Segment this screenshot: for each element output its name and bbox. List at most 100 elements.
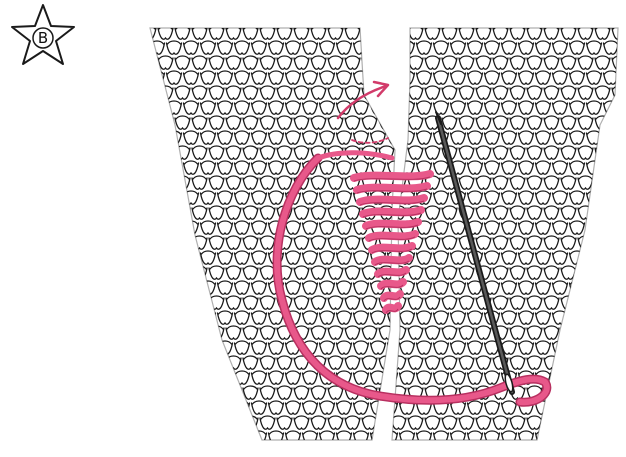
knit-stitch [269, 191, 284, 204]
seam-stitch [354, 174, 430, 178]
knit-stitch [604, 41, 619, 54]
knit-stitch [417, 281, 432, 294]
knit-stitch [451, 341, 466, 354]
knit-stitch [167, 341, 182, 354]
knit-stitch [311, 56, 326, 69]
knit-stitch [417, 251, 432, 264]
knit-stitch [260, 236, 275, 249]
knit-stitch [561, 86, 576, 99]
knit-stitch [260, 116, 275, 129]
knit-stitch [587, 41, 602, 54]
knit-stitch [141, 86, 156, 99]
knit-stitch [510, 266, 525, 279]
knit-stitch [527, 146, 542, 159]
knit-stitch [451, 101, 466, 114]
knit-stitch [425, 56, 440, 69]
knit-stitch [133, 251, 148, 264]
knit-stitch [612, 416, 626, 429]
knit-stitch [527, 236, 542, 249]
knit-stitch [141, 356, 156, 369]
knit-stitch [595, 266, 610, 279]
knit-stitch [587, 371, 602, 384]
knit-stitch [476, 206, 491, 219]
knit-stitch [612, 146, 626, 159]
knit-stitch [243, 326, 258, 339]
knit-stitch [527, 356, 542, 369]
knit-stitch [158, 386, 173, 399]
knit-stitch [167, 41, 182, 54]
knit-stitch [201, 431, 216, 444]
knit-stitch [604, 311, 619, 324]
knit-stitch [595, 416, 610, 429]
knit-stitch [417, 371, 432, 384]
knit-stitch [595, 326, 610, 339]
knit-stitch [485, 161, 500, 174]
knit-stitch [544, 266, 559, 279]
knit-stitch [192, 416, 207, 429]
knit-stitch [451, 131, 466, 144]
knit-stitch [320, 221, 335, 234]
knit-stitch [408, 416, 423, 429]
knit-stitch [400, 41, 415, 54]
knit-stitch [425, 356, 440, 369]
knit-stitch [400, 71, 415, 84]
knit-stitch [434, 71, 449, 84]
knit-stitch [133, 221, 148, 234]
knit-stitch [425, 236, 440, 249]
knit-stitch [434, 431, 449, 444]
knit-stitch [544, 356, 559, 369]
knit-stitch [604, 191, 619, 204]
knit-stitch [286, 41, 301, 54]
knit-stitch [553, 161, 568, 174]
knit-stitch [158, 296, 173, 309]
knit-stitch [578, 266, 593, 279]
knit-stitch [184, 41, 199, 54]
knit-stitch [434, 281, 449, 294]
seam-stitch [375, 258, 409, 262]
knit-stitch [442, 206, 457, 219]
knit-stitch [400, 311, 415, 324]
knit-stitch [294, 206, 309, 219]
knit-stitch [468, 431, 483, 444]
knit-stitch [527, 266, 542, 279]
knit-stitch [604, 341, 619, 354]
knit-stitch [277, 416, 292, 429]
knit-stitch [354, 431, 369, 444]
knit-stitch [519, 71, 534, 84]
knit-stitch [192, 236, 207, 249]
knit-stitch [252, 401, 267, 414]
knit-stitch [612, 206, 626, 219]
knit-stitch [260, 206, 275, 219]
knit-stitch [510, 326, 525, 339]
knit-stitch [218, 221, 233, 234]
knit-stitch [133, 101, 148, 114]
knit-stitch [544, 86, 559, 99]
knit-stitch [391, 326, 406, 339]
knit-stitch [184, 251, 199, 264]
seam-stitch [363, 210, 421, 214]
knit-stitch [502, 191, 517, 204]
knit-stitch [252, 371, 267, 384]
knit-stitch [476, 326, 491, 339]
knit-stitch [226, 266, 241, 279]
knit-stitch [604, 131, 619, 144]
knit-stitch [519, 221, 534, 234]
knit-stitch [621, 191, 626, 204]
knit-stitch [337, 431, 352, 444]
knit-stitch [502, 401, 517, 414]
knit-stitch [510, 86, 525, 99]
knit-stitch [175, 416, 190, 429]
knit-stitch [167, 311, 182, 324]
knit-stitch [379, 356, 394, 369]
knit-stitch [493, 266, 508, 279]
knit-stitch [604, 371, 619, 384]
knit-stitch [294, 56, 309, 69]
knit-stitch [595, 296, 610, 309]
knit-stitch [124, 296, 139, 309]
knit-stitch [485, 251, 500, 264]
knit-stitch [396, 86, 411, 99]
knit-stitch [362, 356, 377, 369]
knit-stitch [345, 266, 360, 279]
knit-stitch [175, 206, 190, 219]
knit-stitch [150, 311, 165, 324]
